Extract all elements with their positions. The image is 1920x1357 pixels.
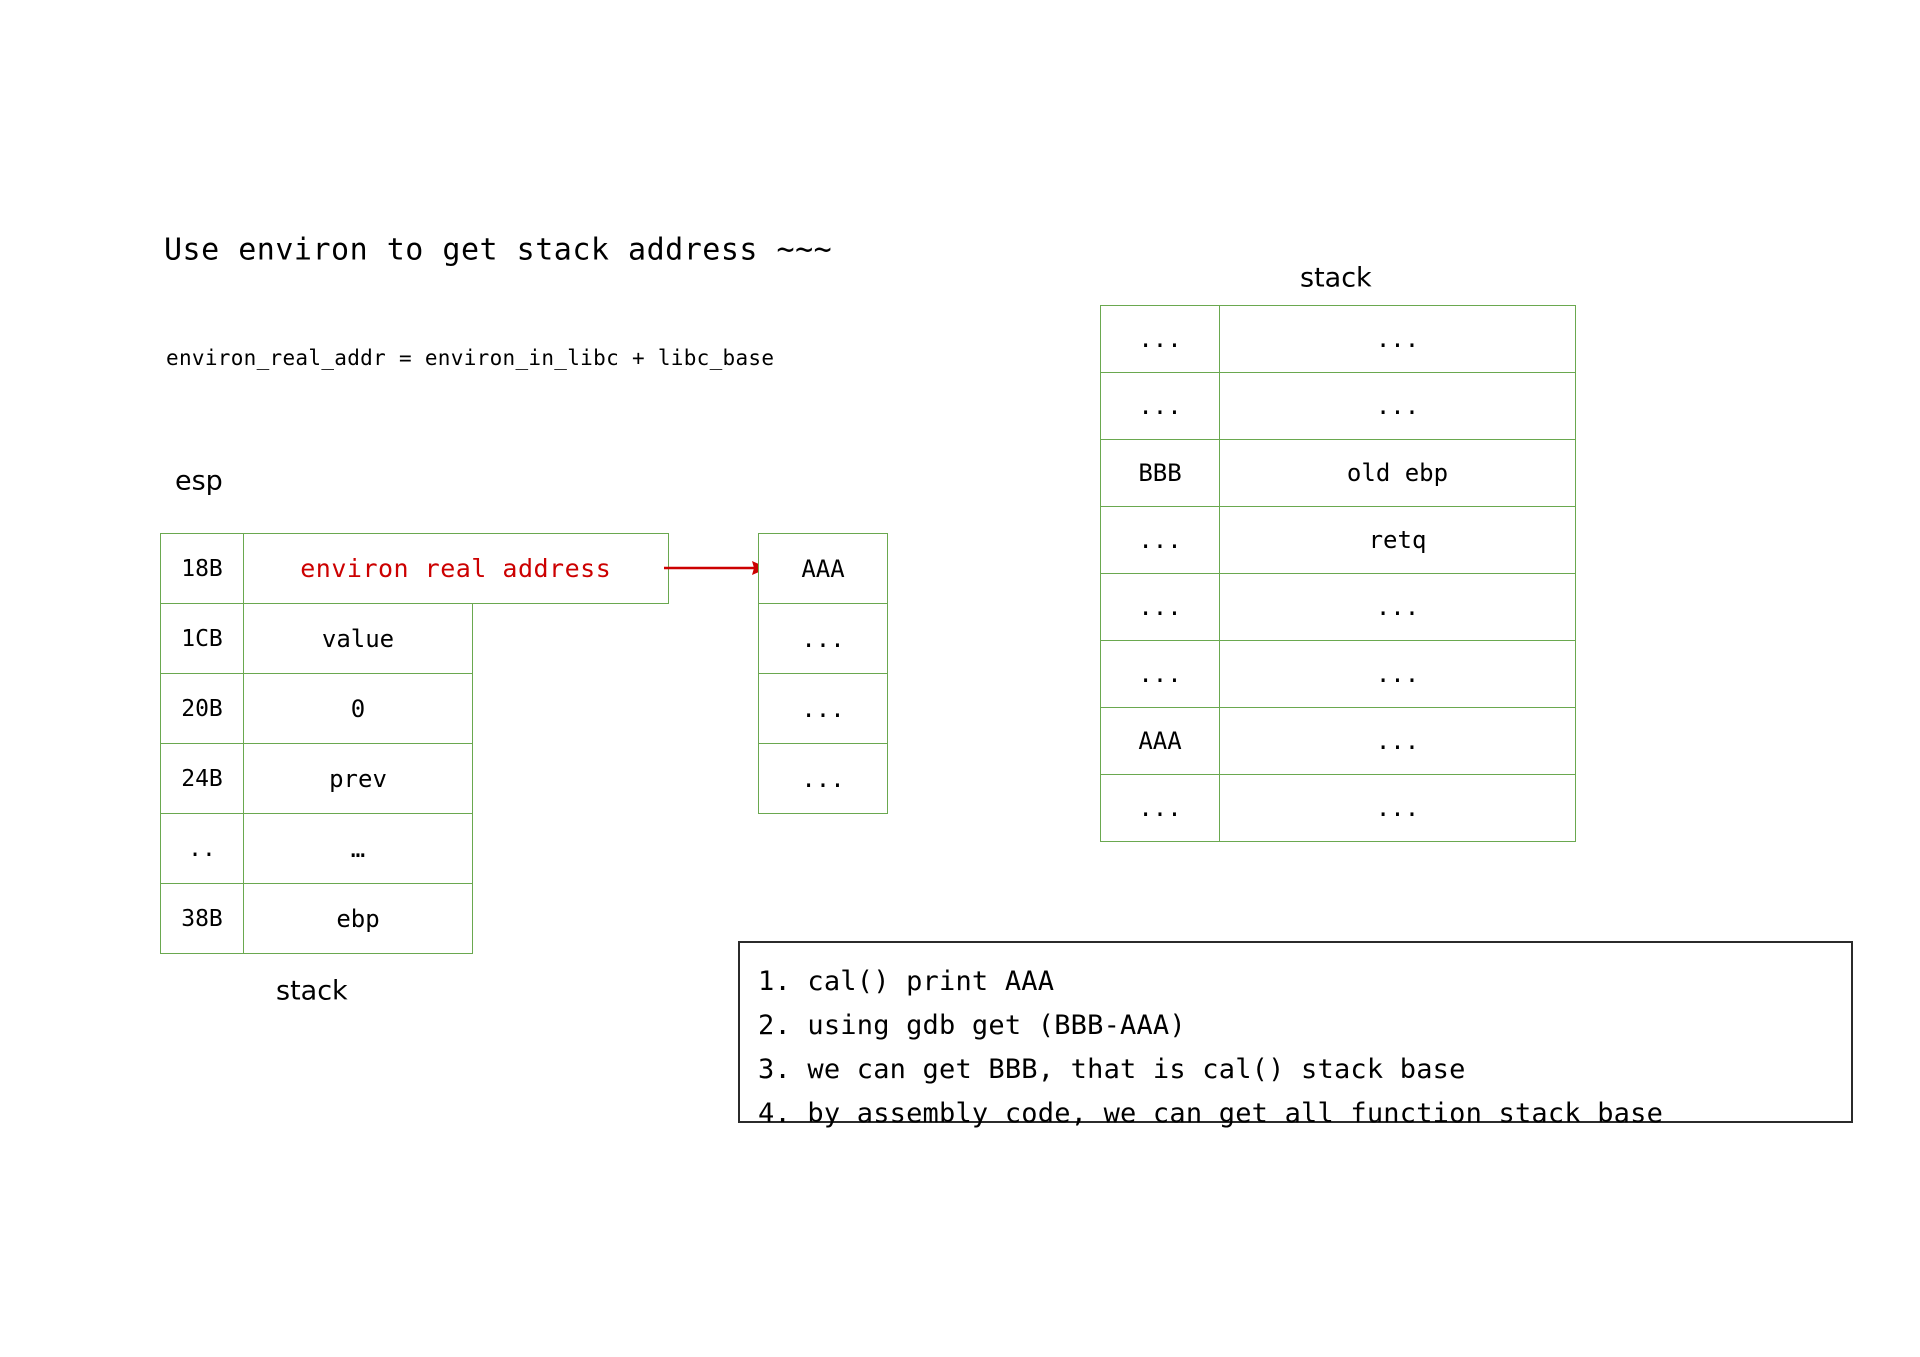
left-stack-spacer — [472, 883, 668, 954]
right-stack-key: ... — [1100, 506, 1220, 574]
left-stack-address: .. — [160, 813, 244, 884]
note-item: 3. we can get BBB, that is cal() stack b… — [758, 1054, 1466, 1085]
right-stack-value: retq — [1219, 506, 1576, 574]
table-row: ... ... — [1100, 774, 1576, 842]
left-stack-table: 18B environ real address 1CB value 20B 0… — [160, 533, 669, 954]
left-stack-address: 1CB — [160, 603, 244, 674]
note-item: 1. cal() print AAA — [758, 966, 1055, 997]
table-row: .. … — [160, 813, 668, 884]
pointer-target-cell: ... — [758, 603, 888, 674]
pointer-target-cell: ... — [758, 673, 888, 744]
table-row: ... ... — [1100, 640, 1576, 708]
right-stack-key: ... — [1100, 640, 1220, 708]
note-item: 4. by assembly code, we can get all func… — [758, 1098, 1664, 1129]
left-stack-value: prev — [243, 743, 473, 814]
right-stack-table: ... ... ... ... BBB old ebp ... retq ...… — [1100, 305, 1576, 842]
right-stack-key: ... — [1100, 774, 1220, 842]
left-stack-caption: stack — [276, 975, 348, 1007]
right-stack-caption: stack — [1300, 262, 1372, 294]
left-stack-spacer — [472, 603, 668, 674]
table-row: ... ... — [1100, 305, 1576, 373]
left-stack-spacer — [472, 673, 668, 744]
table-row: 24B prev — [160, 743, 668, 814]
table-row: ... retq — [1100, 506, 1576, 574]
right-stack-key: ... — [1100, 372, 1220, 440]
right-stack-value: ... — [1219, 640, 1576, 708]
right-stack-value: ... — [1219, 774, 1576, 842]
pointer-target-cell: AAA — [758, 533, 888, 604]
table-row: ... ... — [1100, 372, 1576, 440]
right-stack-key: ... — [1100, 573, 1220, 641]
table-row: 1CB value — [160, 603, 668, 674]
table-row: ... — [758, 673, 888, 744]
right-stack-key: AAA — [1100, 707, 1220, 775]
left-stack-spacer — [472, 813, 668, 884]
left-stack-address: 24B — [160, 743, 244, 814]
note-item: 2. using gdb get (BBB-AAA) — [758, 1010, 1186, 1041]
left-stack-address: 18B — [160, 533, 244, 604]
right-stack-value: ... — [1219, 372, 1576, 440]
right-stack-value: ... — [1219, 573, 1576, 641]
table-row: BBB old ebp — [1100, 439, 1576, 507]
left-stack-value: value — [243, 603, 473, 674]
table-row: ... ... — [1100, 573, 1576, 641]
left-stack-value: … — [243, 813, 473, 884]
left-stack-address: 38B — [160, 883, 244, 954]
table-row: AAA — [758, 533, 888, 604]
environ-real-address-cell: environ real address — [243, 533, 669, 604]
notes-box: 1. cal() print AAA 2. using gdb get (BBB… — [738, 941, 1853, 1129]
pointer-target-table: AAA ... ... ... — [758, 533, 888, 814]
table-row: AAA ... — [1100, 707, 1576, 775]
left-stack-value: ebp — [243, 883, 473, 954]
formula-text: environ_real_addr = environ_in_libc + li… — [166, 346, 775, 370]
left-stack-address: 20B — [160, 673, 244, 744]
right-stack-value: ... — [1219, 707, 1576, 775]
table-row: ... — [758, 743, 888, 814]
pointer-arrow-icon — [664, 561, 768, 575]
table-row: ... — [758, 603, 888, 674]
right-stack-value: old ebp — [1219, 439, 1576, 507]
right-stack-key: ... — [1100, 305, 1220, 373]
right-stack-value: ... — [1219, 305, 1576, 373]
pointer-target-cell: ... — [758, 743, 888, 814]
table-row: 38B ebp — [160, 883, 668, 954]
table-row: 18B environ real address — [160, 533, 669, 604]
right-stack-key: BBB — [1100, 439, 1220, 507]
table-row: 20B 0 — [160, 673, 668, 744]
left-stack-value: 0 — [243, 673, 473, 744]
left-stack-spacer — [472, 743, 668, 814]
esp-label: esp — [175, 465, 223, 497]
page-title: Use environ to get stack address ~~~ — [164, 232, 833, 268]
